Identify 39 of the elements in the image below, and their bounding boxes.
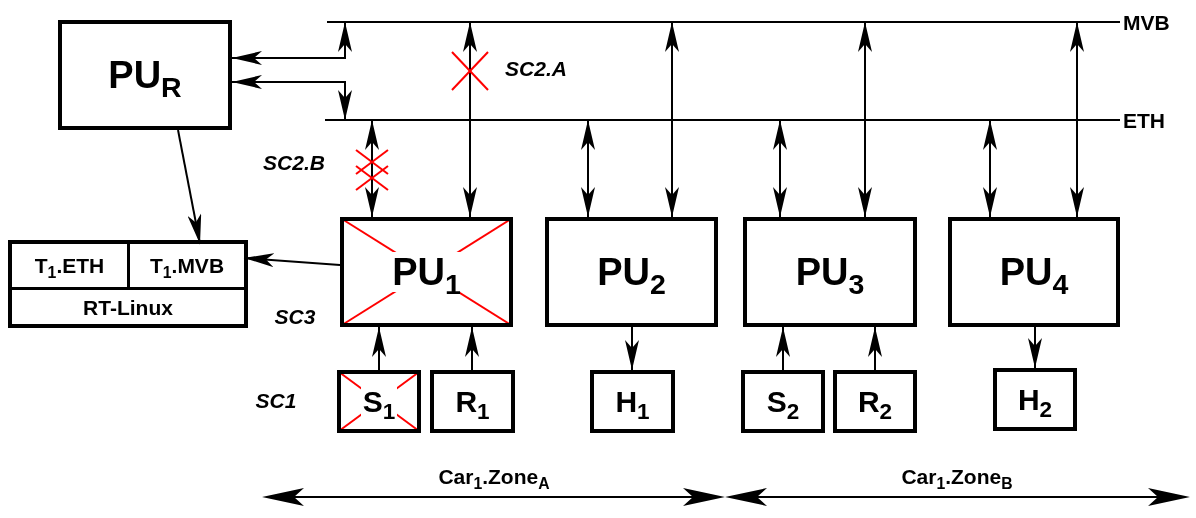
unit-box: PU$_{4}$ (948, 217, 1120, 327)
arrow (231, 21, 352, 65)
arrow (1070, 21, 1084, 218)
unit-box: H$_{2}$ (993, 368, 1077, 431)
unit-box: PU$_{R}$ (58, 20, 232, 130)
arrow (868, 326, 882, 371)
table-cell: T$_{1}$.MVB (130, 244, 244, 290)
scenario-label: SC2.B (263, 152, 325, 173)
unit-box: PU$_{2}$ (545, 217, 718, 327)
arrow (1028, 326, 1042, 369)
unit-box: S$_{1}$ (337, 370, 421, 433)
arrow (463, 21, 477, 218)
arrow (665, 21, 679, 218)
zone-label: Car$_{1}$.Zone$_{A}$ (438, 466, 550, 487)
scenario-label: SC3 (274, 306, 316, 327)
arrow (465, 326, 479, 371)
arrow (581, 119, 595, 218)
arrow (983, 119, 997, 218)
unit-box: S$_{2}$ (741, 370, 825, 433)
bus-label: MVB (1123, 11, 1170, 33)
scenario-label: SC2.A (505, 58, 567, 79)
bus-label: ETH (1123, 109, 1165, 131)
table-cell: T$_{1}$.ETH (12, 244, 130, 290)
zone-label: Car$_{1}$.Zone$_{B}$ (901, 466, 1013, 487)
table-box (8, 240, 248, 328)
arrow (372, 326, 386, 371)
unit-box: PU$_{3}$ (743, 217, 917, 327)
arrow (858, 21, 872, 218)
scenario-label: SC1 (255, 390, 297, 411)
arrow (773, 119, 787, 218)
unit-box: H$_{1}$ (590, 370, 675, 433)
arrow (625, 326, 639, 371)
arrow (776, 326, 790, 371)
arrow (365, 119, 379, 218)
unit-box: R$_{2}$ (833, 370, 917, 433)
arrow (231, 75, 352, 121)
table-cell: RT-Linux (12, 290, 244, 324)
unit-box: PU$_{1}$ (340, 217, 513, 327)
unit-box: R$_{1}$ (430, 370, 515, 433)
